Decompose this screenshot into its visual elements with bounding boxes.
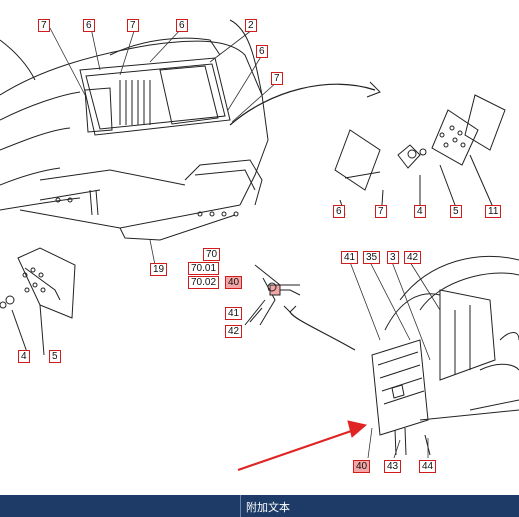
tractor-front-drawing — [371, 255, 519, 456]
callout-3[interactable]: 3 — [387, 251, 399, 264]
parts-diagram — [0, 19, 519, 472]
callout-70-01[interactable]: 70.01 — [188, 262, 220, 275]
red-pointer-arrow — [237, 426, 361, 472]
callout-40-highlighted[interactable]: 40 — [353, 460, 371, 473]
callout-5[interactable]: 5 — [450, 205, 462, 218]
detail-arrow-upper — [229, 83, 376, 126]
callout-41[interactable]: 41 — [225, 307, 243, 320]
callout-4[interactable]: 4 — [18, 350, 30, 363]
detail-arrow-middle — [289, 311, 356, 351]
plate-assembly-left — [0, 247, 76, 356]
callout-42[interactable]: 42 — [225, 325, 243, 338]
section-detail — [244, 264, 301, 326]
callout-6[interactable]: 6 — [176, 19, 188, 32]
callout-70[interactable]: 70 — [203, 248, 221, 261]
leader-lines-lower — [349, 261, 441, 459]
callout-4[interactable]: 4 — [414, 205, 426, 218]
hood-assembly-drawing — [0, 19, 269, 241]
callout-44[interactable]: 44 — [419, 460, 437, 473]
leader-lines-upper — [49, 27, 278, 266]
callout-6[interactable]: 6 — [83, 19, 95, 32]
callout-42[interactable]: 42 — [404, 251, 422, 264]
callout-7[interactable]: 7 — [38, 19, 50, 32]
callout-2[interactable]: 2 — [245, 19, 257, 32]
callout-40-highlighted[interactable]: 40 — [225, 276, 243, 289]
footer-additional-text: 附加文本 — [246, 501, 290, 514]
callout-7[interactable]: 7 — [271, 72, 283, 85]
footer-divider — [240, 495, 241, 517]
callout-41[interactable]: 41 — [341, 251, 359, 264]
callout-6[interactable]: 6 — [256, 45, 268, 58]
footer-left-panel — [0, 495, 240, 517]
callout-19[interactable]: 19 — [150, 263, 168, 276]
callout-11[interactable]: 11 — [485, 205, 502, 218]
callout-7[interactable]: 7 — [127, 19, 139, 32]
callout-5[interactable]: 5 — [49, 350, 61, 363]
callout-43[interactable]: 43 — [384, 460, 402, 473]
plate-assembly-exploded — [334, 94, 506, 216]
callout-6[interactable]: 6 — [333, 205, 345, 218]
callout-35[interactable]: 35 — [363, 251, 381, 264]
callout-70-02[interactable]: 70.02 — [188, 276, 220, 289]
footer-bar: 附加文本 — [0, 495, 519, 517]
callout-7[interactable]: 7 — [375, 205, 387, 218]
